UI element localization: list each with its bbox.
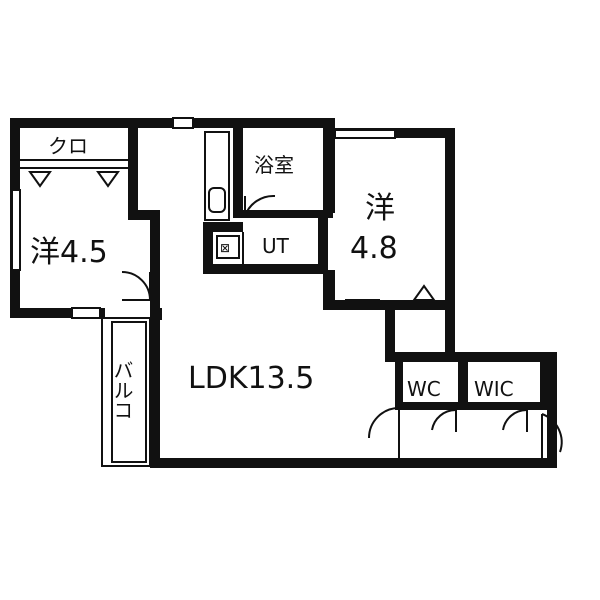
balcony-label: バルコ [110, 360, 134, 420]
wc-label: WC [407, 377, 441, 401]
wic: WIC [474, 377, 528, 432]
windows [11, 117, 396, 319]
entry-doors [368, 407, 563, 458]
western-right-size: 4.8 [350, 231, 398, 266]
balcony: バルコ [101, 317, 151, 467]
utility-label: UT [262, 234, 290, 258]
bath-area: 浴室 [204, 131, 294, 221]
western-room-right: 洋 4.8 [345, 191, 436, 301]
washer-icon: ⊠ [220, 241, 230, 255]
western-room-left: 洋4.5 [30, 235, 151, 301]
utility-area: ⊠ UT [216, 232, 290, 264]
ldk: LDK13.5 [188, 361, 314, 396]
western-left-kanji: 洋 [30, 235, 60, 270]
interior-walls [203, 128, 557, 410]
closet-label: クロ [48, 134, 88, 158]
svg-text:洋4.5: 洋4.5 [30, 235, 108, 270]
ldk-label: LDK13.5 [188, 361, 314, 396]
bath-label: 浴室 [254, 153, 294, 177]
western-left-size: 4.5 [60, 235, 108, 270]
closet: クロ [20, 134, 128, 188]
wc: WC [407, 377, 457, 432]
wic-label: WIC [474, 377, 514, 401]
western-right-kanji: 洋 [365, 191, 395, 226]
